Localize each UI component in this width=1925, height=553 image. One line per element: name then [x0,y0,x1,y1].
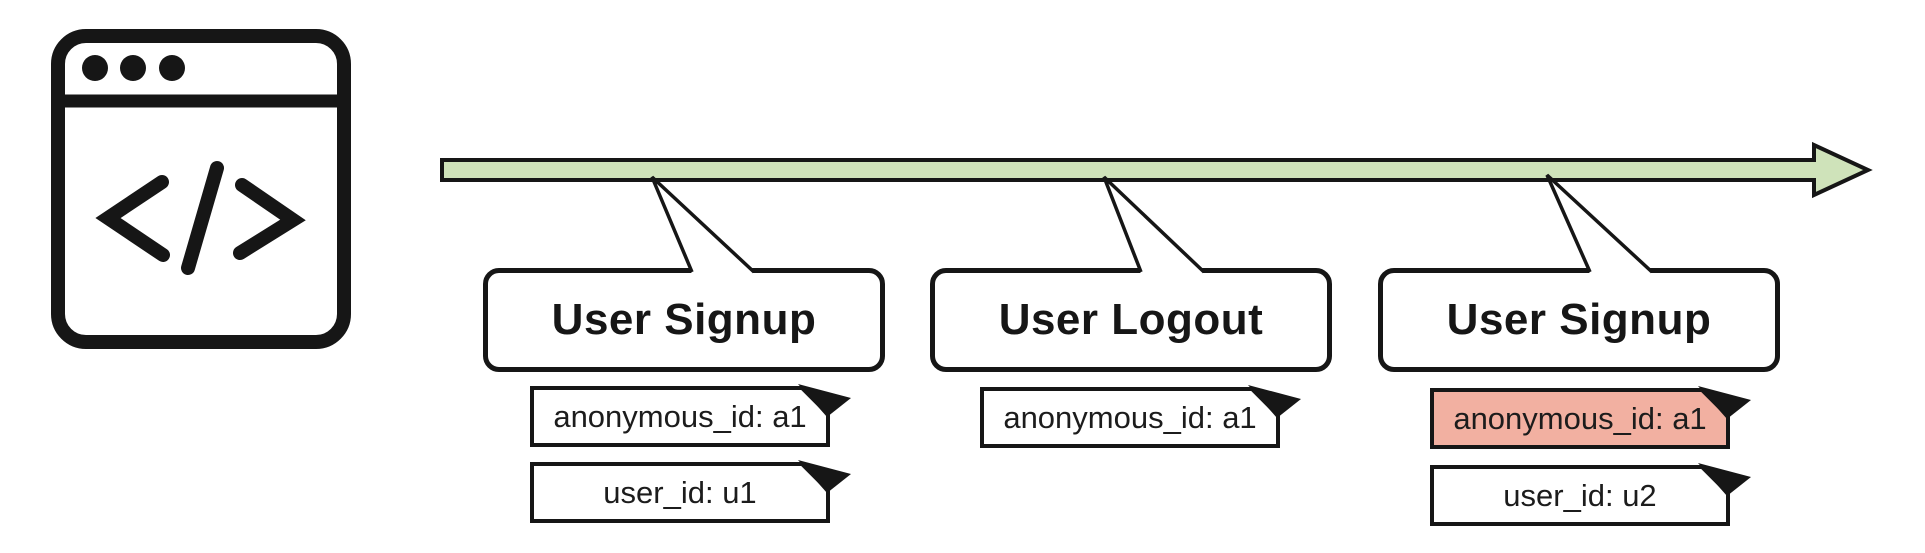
event-label: User Signup [1446,295,1712,344]
attribute-text: user_id: u1 [603,474,757,510]
code-glyph-icon [95,161,306,275]
attribute-text: anonymous_id: a1 [1453,400,1707,436]
folded-corner-icon [798,460,851,493]
note-shape [530,384,851,447]
folded-corner-icon [1698,386,1751,419]
note-shape [1430,463,1751,526]
attribute-note-highlighted: anonymous_id: a1 [1430,386,1751,449]
attribute-text: user_id: u2 [1503,477,1657,513]
event-callout-user-logout: User Logout [930,268,1332,372]
attribute-note: user_id: u1 [530,460,851,523]
window-dot-icon [159,55,185,81]
attribute-note: anonymous_id: a1 [980,385,1301,448]
attribute-note: user_id: u2 [1430,463,1751,526]
callout-tail [1545,173,1654,274]
event-label: User Signup [551,295,817,344]
note-shape [530,460,851,523]
note-shape [1430,386,1751,449]
folded-corner-icon [798,384,851,417]
attribute-note: anonymous_id: a1 [530,384,851,447]
timeline-band [440,141,1873,199]
window-dot-icon [120,55,146,81]
window-dot-icon [82,55,108,81]
attribute-text: anonymous_id: a1 [1003,399,1257,435]
folded-corner-icon [1248,385,1301,418]
event-callout-user-signup-1: User Signup [483,268,885,372]
callout-tail [650,175,756,274]
event-callout-user-signup-2: User Signup [1378,268,1780,372]
note-shape [980,385,1301,448]
attribute-text: anonymous_id: a1 [553,398,807,434]
code-browser-icon [51,29,351,349]
folded-corner-icon [1698,463,1751,496]
event-label: User Logout [998,295,1264,344]
callout-tail [1102,175,1206,274]
